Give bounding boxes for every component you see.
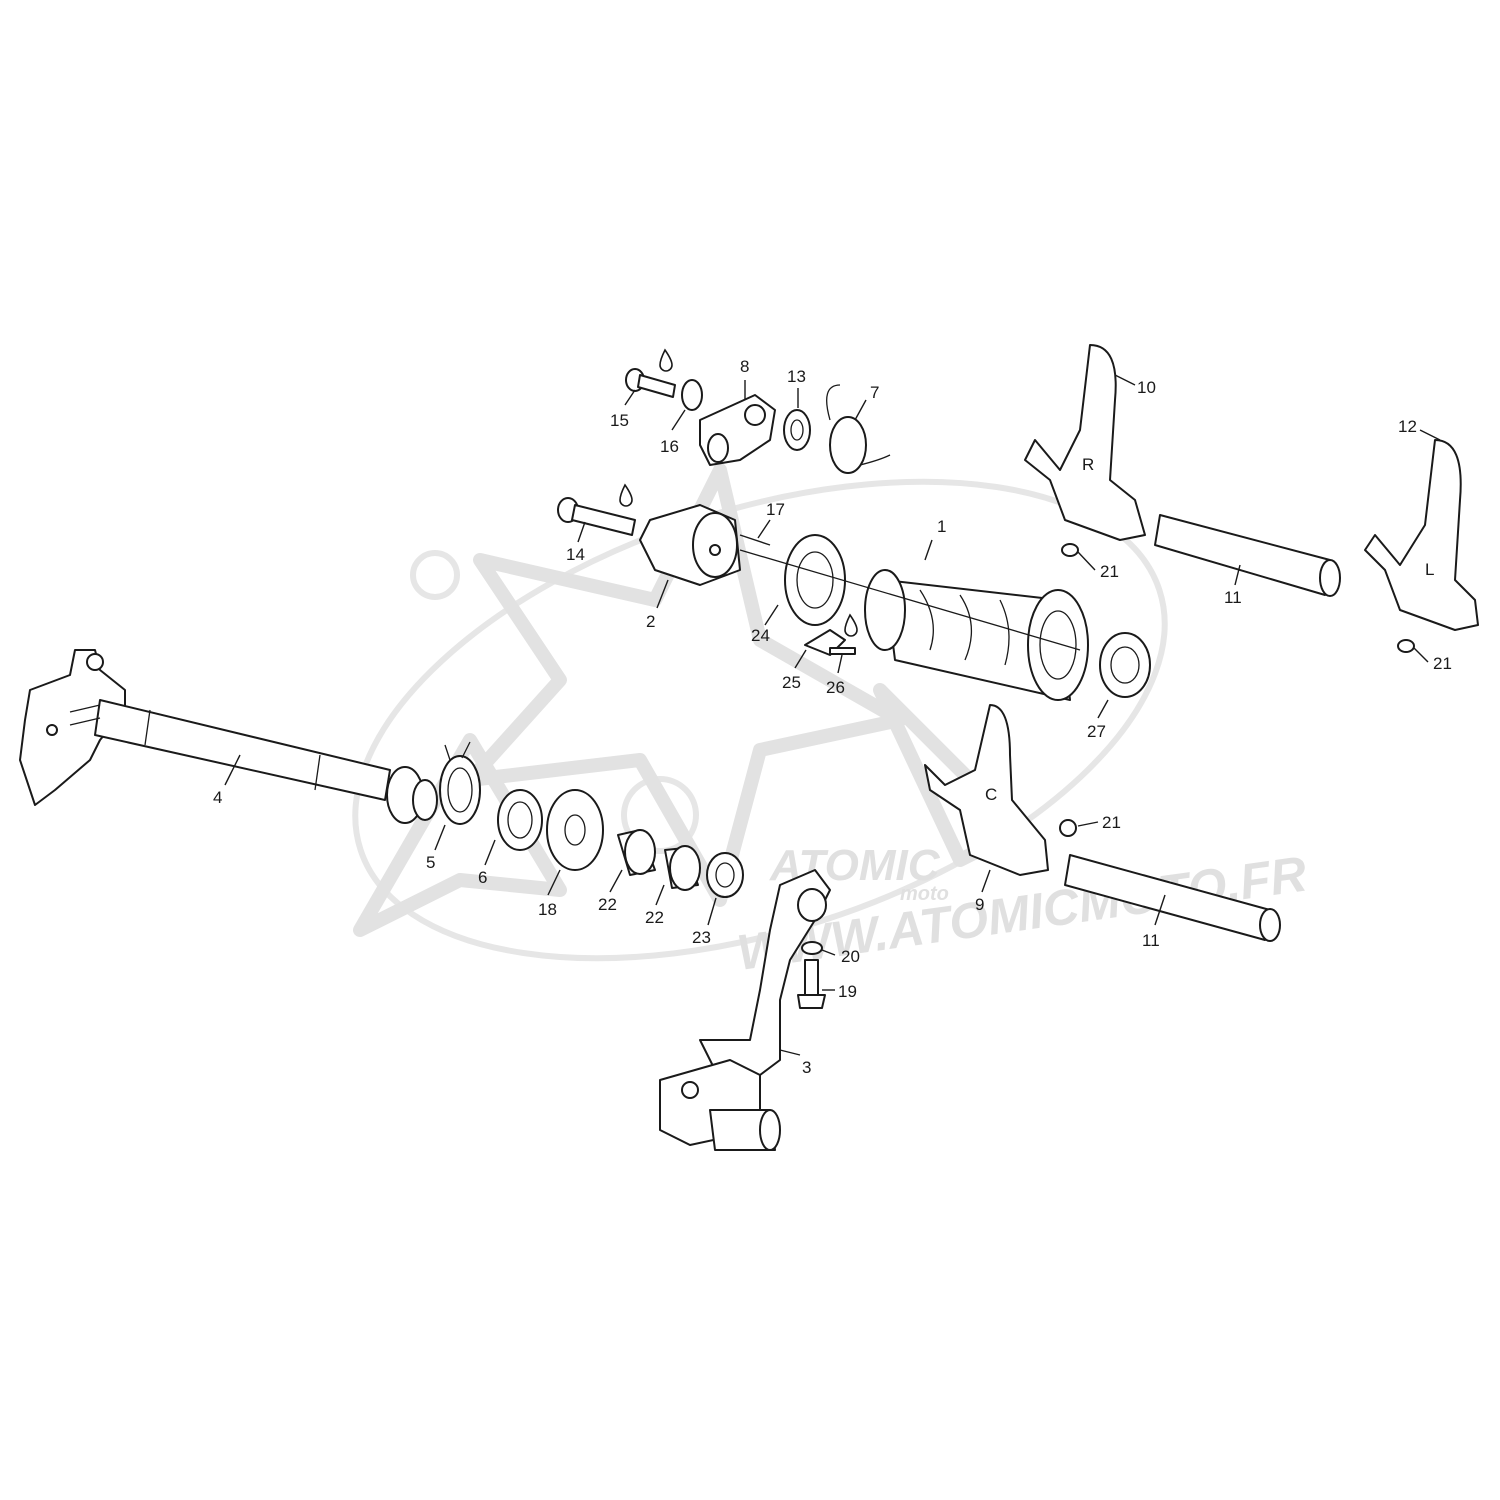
callout-21c: 21	[1102, 813, 1121, 832]
callout-22a: 22	[598, 895, 617, 914]
watermark-logo-sub: moto	[900, 883, 949, 905]
drum-bearing-left	[784, 534, 846, 626]
leader-lines	[224, 374, 1441, 1056]
oil-drop-icon	[619, 483, 633, 507]
callout-5: 5	[426, 853, 435, 872]
drum-cam	[639, 504, 741, 586]
callout-15: 15	[610, 411, 629, 430]
callout-9: 9	[975, 895, 984, 914]
washer	[546, 789, 604, 871]
oil-seal	[706, 852, 744, 898]
fork-12-mark: L	[1425, 560, 1434, 579]
fork-rod-lower	[1064, 854, 1281, 942]
callout-23: 23	[692, 928, 711, 947]
fork-pin-a	[1061, 543, 1079, 557]
dowel-pin	[739, 534, 771, 546]
return-spring	[439, 741, 481, 825]
callout-13: 13	[787, 367, 806, 386]
callout-21b: 21	[1433, 654, 1452, 673]
fork-pin-b	[1397, 639, 1415, 653]
fork-pin-c	[1059, 819, 1077, 837]
stopper-collar	[783, 409, 811, 451]
callout-22b: 22	[645, 908, 664, 927]
callout-7: 7	[870, 383, 879, 402]
stopper-spring	[826, 384, 891, 474]
stopper-lever	[699, 394, 776, 466]
callout-1: 1	[937, 517, 946, 536]
fork-rod-upper	[1154, 514, 1341, 597]
callout-3: 3	[802, 1058, 811, 1077]
callout-14: 14	[566, 545, 585, 564]
shift-drum	[864, 569, 1089, 701]
callout-8: 8	[740, 357, 749, 376]
pedal-bolt	[797, 941, 826, 1009]
shift-fork-9: C	[924, 704, 1049, 876]
needle-bearing-1	[617, 829, 656, 876]
shift-fork-10: R	[1024, 344, 1146, 541]
callout-10: 10	[1137, 378, 1156, 397]
callout-27: 27	[1087, 722, 1106, 741]
callout-25: 25	[782, 673, 801, 692]
callout-4: 4	[213, 788, 222, 807]
callout-18: 18	[538, 900, 557, 919]
callout-17: 17	[766, 500, 785, 519]
stopper-plate	[804, 629, 856, 656]
oil-drop-icon	[659, 348, 673, 372]
fork-9-mark: C	[985, 785, 997, 804]
needle-bearing-2	[664, 845, 701, 891]
callout-labels: 1 2 3 4 5 6 7 8 9 10 11 11 12 13 14 15 1…	[213, 357, 1452, 1077]
callout-12: 12	[1398, 417, 1417, 436]
shift-shaft	[19, 649, 438, 824]
cam-bolt	[557, 497, 636, 536]
shift-pedal	[659, 869, 831, 1151]
shift-fork-12: L	[1364, 439, 1479, 631]
callout-20: 20	[841, 947, 860, 966]
oil-drop-icon	[844, 613, 858, 637]
callout-16: 16	[660, 437, 679, 456]
callout-21a: 21	[1100, 562, 1119, 581]
callout-6: 6	[478, 868, 487, 887]
fork-10-mark: R	[1082, 455, 1094, 474]
callout-2: 2	[646, 612, 655, 631]
drum-bearing-right	[1099, 632, 1151, 698]
stopper-bolt	[625, 368, 676, 398]
callout-24: 24	[751, 626, 770, 645]
collar	[497, 789, 543, 851]
callout-19: 19	[838, 982, 857, 1001]
callout-26: 26	[826, 678, 845, 697]
callout-11a: 11	[1224, 588, 1242, 607]
callout-11b: 11	[1142, 931, 1160, 950]
stopper-washer	[681, 379, 703, 411]
